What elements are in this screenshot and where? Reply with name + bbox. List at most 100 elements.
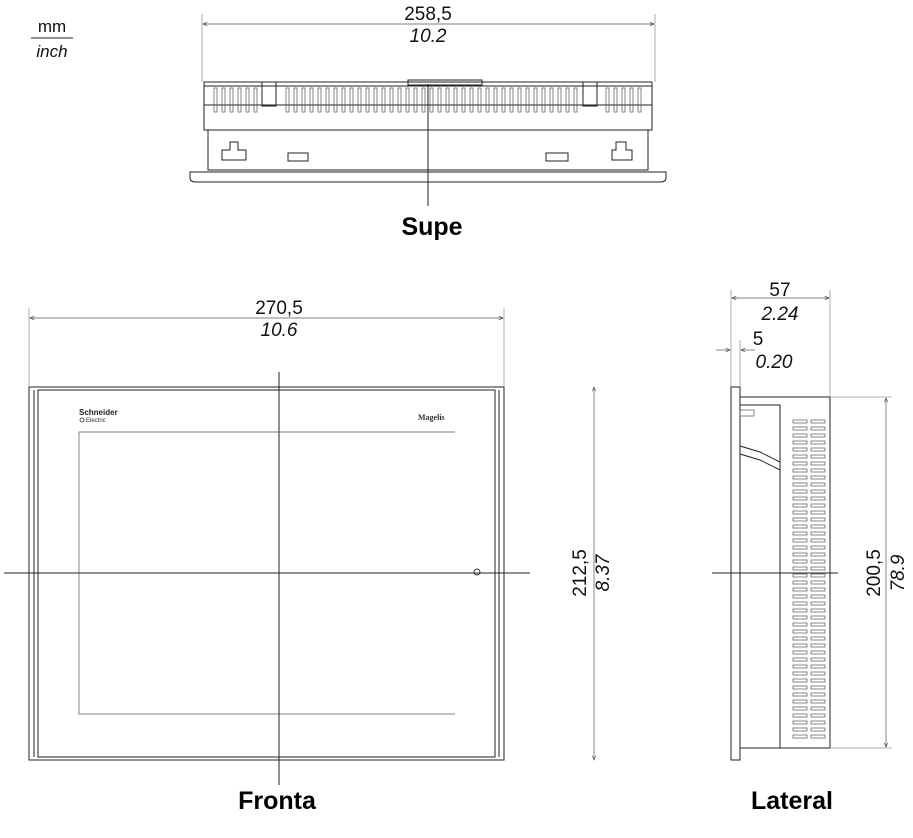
side-vent-fin <box>792 692 808 697</box>
side-vent-fin <box>792 559 808 564</box>
unit-primary: mm <box>38 17 66 36</box>
side-clip <box>739 445 781 471</box>
side-vent-fin <box>792 678 808 683</box>
top-vent-fin <box>621 87 626 113</box>
top-vent-fin <box>517 87 522 113</box>
side-vent-fin <box>810 657 826 662</box>
side-vent-fin <box>792 482 808 487</box>
side-vent-fin <box>792 433 808 438</box>
top-vent-fin <box>293 87 298 113</box>
side-vent-fin <box>810 601 826 606</box>
side-vent-fin <box>792 461 808 466</box>
top-vent-fin <box>453 87 458 113</box>
side-vent-fin <box>792 699 808 704</box>
front-width-inch: 10.6 <box>261 320 298 341</box>
top-center-tab <box>407 79 483 86</box>
side-vent-fin <box>810 727 826 732</box>
front-led-icon <box>473 568 481 576</box>
side-vent-fin <box>810 671 826 676</box>
top-vent-fin <box>573 87 578 113</box>
top-vent-fin <box>325 87 330 113</box>
top-slot-right <box>545 152 569 162</box>
side-vent-fin <box>810 531 826 536</box>
side-vent-fin <box>792 426 808 431</box>
side-vent-fin <box>792 524 808 529</box>
top-vent-fin <box>397 87 402 113</box>
side-vent-fin <box>792 671 808 676</box>
top-vent-fin <box>485 87 490 113</box>
side-vent-fin <box>810 482 826 487</box>
front-view: 270,5 10.6 Schneider Electric Magelis 21… <box>4 298 614 815</box>
side-vent-fin <box>810 440 826 445</box>
side-vent-fin <box>810 643 826 648</box>
side-vent-fin <box>810 538 826 543</box>
top-vent-fin <box>461 87 466 113</box>
side-vent-fin <box>792 734 808 739</box>
top-vent-fin <box>245 87 250 113</box>
top-vent-fin <box>317 87 322 113</box>
side-depth-inch: 2.24 <box>761 304 799 325</box>
top-vent-fin <box>509 87 514 113</box>
top-vent-fin <box>405 87 410 113</box>
side-vent-fin <box>792 489 808 494</box>
side-vent-fin <box>792 573 808 578</box>
side-vent-fin <box>810 699 826 704</box>
top-vent-fin <box>437 87 442 113</box>
side-vent-fin <box>792 419 808 424</box>
front-view-title: Fronta <box>238 787 317 815</box>
side-vent-fin <box>792 650 808 655</box>
top-vent-fin <box>445 87 450 113</box>
side-vent-fin <box>810 573 826 578</box>
side-vent-fin <box>792 636 808 641</box>
side-vent-fin <box>792 496 808 501</box>
side-vent-fin <box>810 419 826 424</box>
top-vent-fin <box>253 87 258 113</box>
side-vent-fin <box>810 580 826 585</box>
front-width-mm: 270,5 <box>255 298 303 319</box>
front-logo-electric: Electric <box>86 418 106 424</box>
top-vent-fin <box>381 87 386 113</box>
top-vent-fin <box>629 87 634 113</box>
front-logo-schneider: Schneider <box>79 408 118 417</box>
side-vent-fin <box>792 552 808 557</box>
top-bezel <box>189 171 667 183</box>
side-vent-fin <box>792 454 808 459</box>
top-vent-fin <box>477 87 482 113</box>
top-connector-right <box>611 141 633 161</box>
front-height-mm: 212,5 <box>570 549 591 597</box>
top-vent-fin <box>501 87 506 113</box>
top-vent-fin <box>357 87 362 113</box>
side-vent-fin <box>810 496 826 501</box>
top-width-mm: 258,5 <box>404 4 452 25</box>
schneider-logo-icon <box>79 417 85 423</box>
side-view-title: Lateral <box>751 787 833 815</box>
side-vent-fin <box>810 608 826 613</box>
top-clip-left <box>261 81 277 107</box>
side-vent-fin <box>810 559 826 564</box>
top-slot-left <box>287 152 309 162</box>
top-vent-fin <box>605 87 610 113</box>
side-view: 57 2.24 5 0.20 200,5 78.9 Lateral <box>712 280 909 815</box>
side-vent-fin <box>792 538 808 543</box>
top-vent-fin <box>349 87 354 113</box>
side-vent-fin <box>810 664 826 669</box>
side-vent-fin <box>792 664 808 669</box>
side-vent-fin <box>792 475 808 480</box>
side-height-inch: 78.9 <box>888 554 909 591</box>
top-vent-fin <box>229 87 234 113</box>
side-vent-fin <box>810 720 826 725</box>
side-vent-fin <box>810 587 826 592</box>
side-vent-fin <box>792 447 808 452</box>
side-vent-fin <box>792 503 808 508</box>
top-vent-fin <box>341 87 346 113</box>
top-vent-fin <box>213 87 218 113</box>
top-vent-fin <box>637 87 642 113</box>
top-vent-fin <box>469 87 474 113</box>
side-vent-fin <box>810 678 826 683</box>
side-vent-fin <box>792 706 808 711</box>
top-vent-fins <box>213 87 642 113</box>
top-vent-fin <box>429 87 434 113</box>
side-vent-fin <box>792 685 808 690</box>
side-vent-fin <box>810 685 826 690</box>
side-vent-fin <box>792 510 808 515</box>
